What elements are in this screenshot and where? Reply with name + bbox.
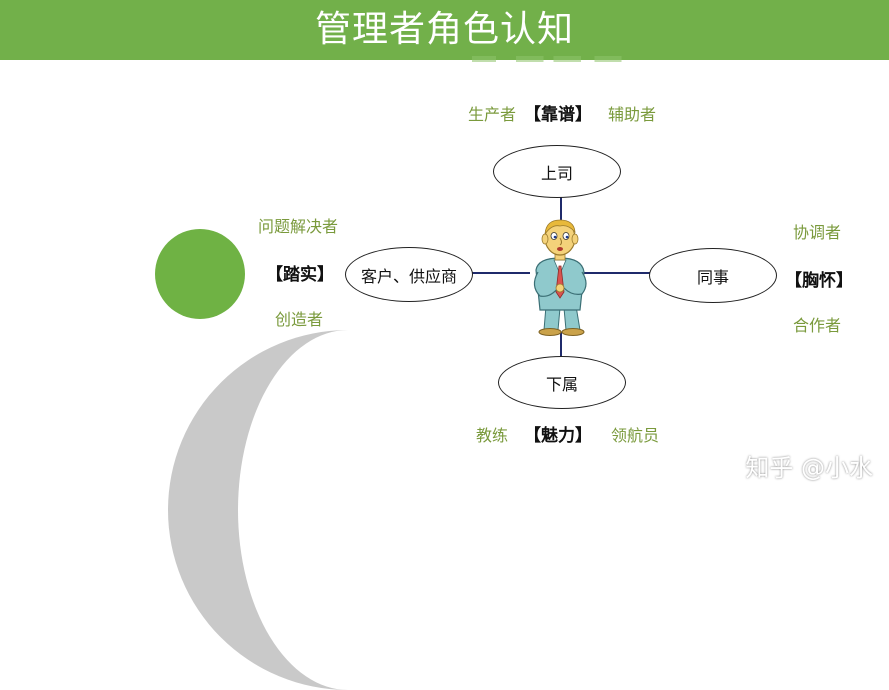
- page-title: 管理者角色认知: [314, 9, 574, 50]
- node-customers-suppliers: 客户、供应商: [345, 247, 473, 302]
- left-role-below: 创造者: [275, 310, 324, 329]
- node-colleagues: 同事: [649, 248, 777, 303]
- right-trait: 【胸怀】: [785, 271, 853, 291]
- left-trait: 【踏实】: [266, 265, 334, 285]
- node-superior: 上司: [493, 145, 621, 198]
- bottom-trait: 【魅力】: [524, 426, 592, 446]
- top-trait: 【靠谱】: [524, 105, 592, 125]
- right-role-above: 协调者: [793, 223, 842, 242]
- decorative-green-circle: [155, 229, 245, 319]
- watermark-text: 知乎 @小水: [745, 454, 873, 482]
- bottom-role-left: 教练: [476, 426, 509, 445]
- top-role-right: 辅助者: [608, 105, 657, 124]
- title-reflection: [472, 56, 642, 64]
- right-role-below: 合作者: [793, 316, 842, 335]
- node-subordinates: 下属: [498, 356, 626, 409]
- connector-lines: [472, 196, 650, 357]
- top-role-left: 生产者: [468, 105, 517, 124]
- left-role-above: 问题解决者: [258, 217, 339, 236]
- businessman-icon: [533, 219, 587, 336]
- title-bar: 管理者角色认知: [0, 0, 889, 60]
- bottom-role-right: 领航员: [611, 426, 660, 445]
